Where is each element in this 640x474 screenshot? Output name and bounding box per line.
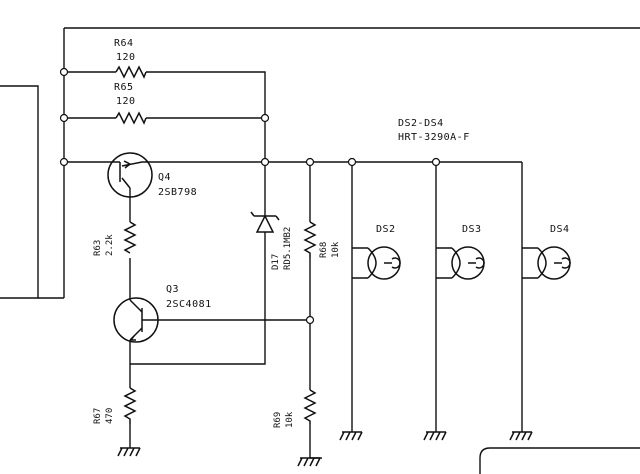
junction-dot xyxy=(431,157,441,167)
ground-symbol-ds2 xyxy=(339,431,363,441)
resistor-r65 xyxy=(115,111,147,125)
wire-bottom-right-box xyxy=(479,447,640,474)
zener-diode-d17 xyxy=(250,208,280,236)
ds3-filament xyxy=(451,247,485,279)
lamp-ds3 xyxy=(451,246,485,280)
q4-part-label: 2SB798 xyxy=(158,187,197,198)
wire-left-box xyxy=(0,85,39,299)
r64-ref-label: R64 xyxy=(114,38,134,49)
junctions xyxy=(59,67,441,325)
junction-dot xyxy=(347,157,357,167)
junction-dot xyxy=(260,113,270,123)
q3-body-circle xyxy=(113,297,159,343)
junction-dot xyxy=(59,113,69,123)
ground-symbol-r67 xyxy=(117,447,141,457)
resistor-r63 xyxy=(123,221,137,254)
resistor-r69 xyxy=(303,389,317,424)
transistor-q3 xyxy=(113,297,159,343)
wire-ds3-tap xyxy=(436,247,452,279)
r64-value-label: 120 xyxy=(116,52,136,63)
q4-body-circle xyxy=(107,152,153,198)
q4-arrow xyxy=(123,160,131,169)
q4-collector-leg xyxy=(121,177,131,189)
r69-ref-label: R69 xyxy=(273,412,283,428)
r65-value-label: 120 xyxy=(116,96,136,107)
q3-arrow xyxy=(129,335,136,341)
resistor-r68 xyxy=(303,221,317,258)
wire-ds4-tap xyxy=(522,247,538,279)
q4-base-bar xyxy=(108,161,121,182)
r67-value-label: 470 xyxy=(105,408,115,424)
r63-ref-label: R63 xyxy=(93,240,103,256)
lamp-group-part-label: HRT-3290A-F xyxy=(398,132,470,143)
wire-ds2-tap xyxy=(352,247,368,279)
junction-dot xyxy=(305,157,315,167)
r67-ref-label: R67 xyxy=(93,408,103,424)
ground-symbol-r69 xyxy=(297,457,321,467)
ds2-filament xyxy=(367,247,401,279)
q3-part-label: 2SC4081 xyxy=(166,299,212,310)
ground-symbol-ds4 xyxy=(509,431,533,441)
junction-dot xyxy=(59,157,69,167)
junction-dot xyxy=(260,157,270,167)
wire-r64-right xyxy=(146,71,266,118)
q3-collector-leg xyxy=(129,299,143,313)
r63-value-label: 2.2k xyxy=(105,234,115,256)
d17-ref-label: D17 xyxy=(271,254,281,270)
wire-r69-bottom xyxy=(309,424,322,459)
lamp-ds4 xyxy=(537,246,571,280)
r69-value-label: 10k xyxy=(285,411,295,428)
junction-dot xyxy=(59,67,69,77)
wire-r65-right xyxy=(146,117,266,162)
ds2-label: DS2 xyxy=(376,224,396,235)
wires xyxy=(0,27,640,474)
d17-part-label: RD5.1MB2 xyxy=(283,227,293,270)
ground-symbol-ds3 xyxy=(423,431,447,441)
ds4-label: DS4 xyxy=(550,224,570,235)
q3-base-bar xyxy=(141,308,152,332)
q3-ref-label: Q3 xyxy=(166,284,179,295)
r68-value-label: 10k xyxy=(331,241,341,258)
wire-bottom-return xyxy=(130,236,266,365)
resistor-r64 xyxy=(115,65,147,79)
transistor-q4 xyxy=(107,152,153,198)
ds4-filament xyxy=(537,247,571,279)
d17-triangle xyxy=(255,214,275,233)
lamp-group-ref-label: DS2-DS4 xyxy=(398,118,444,129)
r68-ref-label: R68 xyxy=(319,242,329,258)
lamp-ds2 xyxy=(367,246,401,280)
junction-dot xyxy=(305,315,315,325)
r65-ref-label: R65 xyxy=(114,82,134,93)
resistor-r67 xyxy=(123,387,137,424)
ds3-label: DS3 xyxy=(462,224,482,235)
q4-ref-label: Q4 xyxy=(158,172,171,183)
